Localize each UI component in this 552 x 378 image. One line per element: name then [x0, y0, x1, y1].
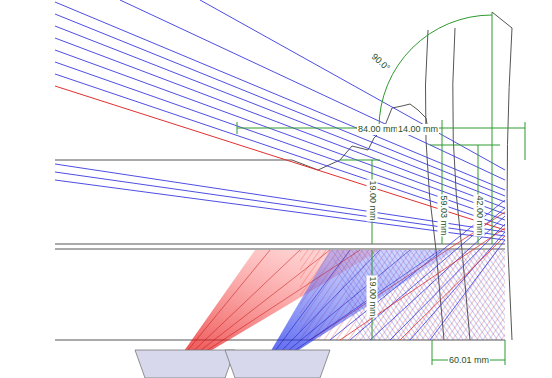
dimension-lines: [237, 122, 238, 134]
structure: [55, 244, 505, 245]
structure: [55, 160, 292, 161]
blue-rays: [55, 2, 505, 190]
reflected-blue-rays: [390, 224, 505, 340]
lower-housing: [135, 350, 330, 378]
dimension-label: 60.01 mm: [448, 355, 490, 366]
dimension-label: 19.00 mm: [367, 275, 378, 317]
dimension-lines: [379, 15, 492, 128]
dimension-lines: [505, 340, 506, 365]
dimension-lines: [525, 122, 526, 160]
blue-rays: [55, 0, 505, 240]
dimension-lines: [237, 12, 525, 365]
dimension-label: 84.00 mm: [357, 124, 399, 135]
blue-rays: [55, 38, 505, 208]
structure: [55, 249, 505, 250]
blue-rays: [55, 14, 505, 196]
blue-rays: [55, 180, 505, 240]
lower-housing: [225, 350, 330, 378]
blue-rays: [120, 0, 505, 180]
blue-rays: [200, 0, 505, 170]
blue-rays: [55, 172, 505, 236]
dimension-label: 59.03 mm: [438, 194, 449, 236]
dimension-label: 42.00 mm: [474, 194, 485, 236]
dimension-label: 19.00 mm: [367, 179, 378, 221]
structure: [507, 28, 512, 340]
structure: [492, 12, 512, 28]
dimension-label: 14.00 mm: [397, 124, 439, 135]
dimension-lines: [430, 145, 500, 146]
dimension-lines: [432, 340, 433, 365]
dimension-label: 90.0°: [369, 50, 394, 74]
blue-rays: [55, 26, 505, 202]
reflected-blue-rays: [410, 232, 505, 340]
dimension-lines: [340, 160, 380, 161]
lower-housing: [135, 350, 235, 378]
